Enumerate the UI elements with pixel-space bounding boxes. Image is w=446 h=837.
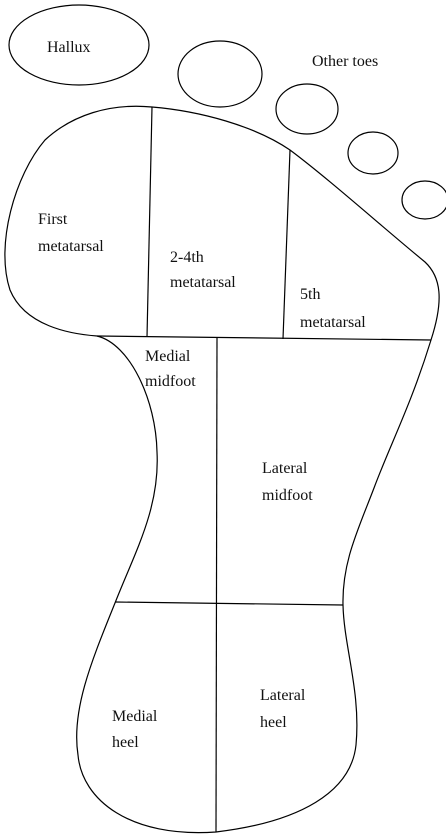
lateral-heel-label-line1: Lateral bbox=[260, 687, 306, 704]
medial-midfoot-label-line2: midfoot bbox=[145, 373, 196, 390]
metatarsal-divider-1 bbox=[147, 107, 152, 337]
medial-midfoot-label-line1: Medial bbox=[145, 348, 191, 365]
mid-metatarsal-label-line1: 2-4th bbox=[170, 249, 204, 266]
midfoot-heel-divider bbox=[115, 602, 343, 605]
medial-heel-label-line1: Medial bbox=[112, 708, 158, 725]
lateral-midfoot-label-line1: Lateral bbox=[262, 460, 308, 477]
fifth-metatarsal-label-line2: metatarsal bbox=[300, 314, 366, 331]
third-toe bbox=[276, 84, 338, 134]
lateral-heel-label-line2: heel bbox=[260, 714, 287, 731]
mid-metatarsal-label-line2: metatarsal bbox=[170, 274, 236, 291]
first-metatarsal-label-line1: First bbox=[38, 211, 68, 228]
hallux-label: Hallux bbox=[47, 39, 91, 56]
second-toe bbox=[178, 41, 262, 107]
other-toes-label: Other toes bbox=[312, 53, 378, 70]
fifth-metatarsal-label-line1: 5th bbox=[300, 286, 320, 303]
first-metatarsal-label-line2: metatarsal bbox=[38, 238, 104, 255]
fifth-toe bbox=[402, 181, 446, 219]
lateral-midfoot-label-line2: midfoot bbox=[262, 487, 313, 504]
metatarsal-divider-2 bbox=[283, 150, 290, 339]
foot-outline bbox=[5, 106, 439, 832]
medial-heel-label-line2: heel bbox=[112, 734, 139, 751]
fourth-toe bbox=[348, 132, 398, 174]
midfoot-heel-center-divider bbox=[216, 338, 217, 832]
